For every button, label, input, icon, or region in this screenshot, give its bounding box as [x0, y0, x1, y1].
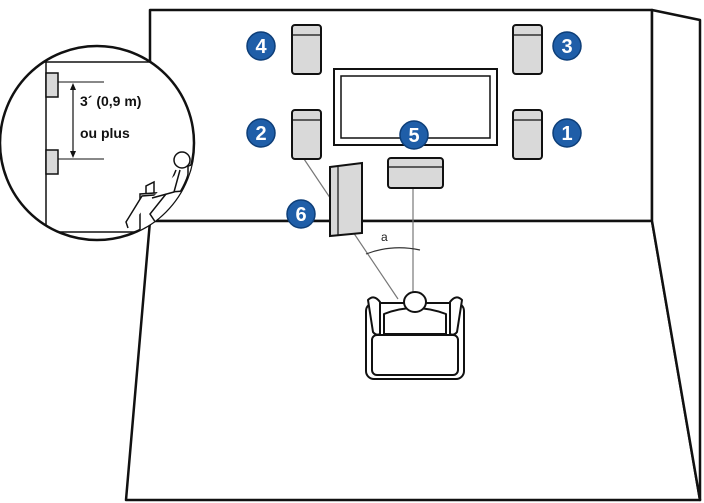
- speaker-badge-6: 6: [286, 199, 316, 229]
- tower-speaker-icon: [512, 109, 543, 160]
- speaker-badge-3: 3: [552, 31, 582, 61]
- svg-text:5: 5: [408, 125, 419, 147]
- speaker-front-right: [512, 109, 543, 160]
- speaker-front-left: [291, 109, 322, 160]
- distance-qualifier: ou plus: [80, 125, 130, 141]
- svg-text:4: 4: [255, 36, 267, 58]
- speaker-badge-5: 5: [399, 120, 429, 150]
- speaker-subwoofer: [329, 161, 363, 238]
- tower-speaker-icon: [291, 24, 322, 75]
- svg-text:6: 6: [295, 204, 306, 226]
- speaker-badge-1: 1: [552, 118, 582, 148]
- speaker-front-high-right: [512, 24, 543, 75]
- tower-speaker-icon: [291, 109, 322, 160]
- tower-speaker-icon: [512, 24, 543, 75]
- right-wall: [650, 8, 702, 502]
- svg-text:3: 3: [561, 36, 572, 58]
- subwoofer-icon: [329, 161, 363, 238]
- speaker-center: [387, 157, 444, 189]
- listener-head-icon: [403, 291, 427, 313]
- svg-text:2: 2: [255, 123, 266, 145]
- wall-speaker-upper: [45, 72, 59, 98]
- distance-label: 3´ (0,9 m): [80, 93, 141, 109]
- angle-arc: [365, 247, 421, 255]
- speaker-badge-4: 4: [246, 31, 276, 61]
- center-speaker-icon: [387, 157, 444, 189]
- speaker-badge-2: 2: [246, 118, 276, 148]
- wall-speaker-lower: [45, 149, 59, 175]
- svg-text:1: 1: [561, 123, 572, 145]
- listener-armchair: [365, 291, 465, 380]
- angle-label: a: [381, 230, 388, 244]
- speaker-front-high-left: [291, 24, 322, 75]
